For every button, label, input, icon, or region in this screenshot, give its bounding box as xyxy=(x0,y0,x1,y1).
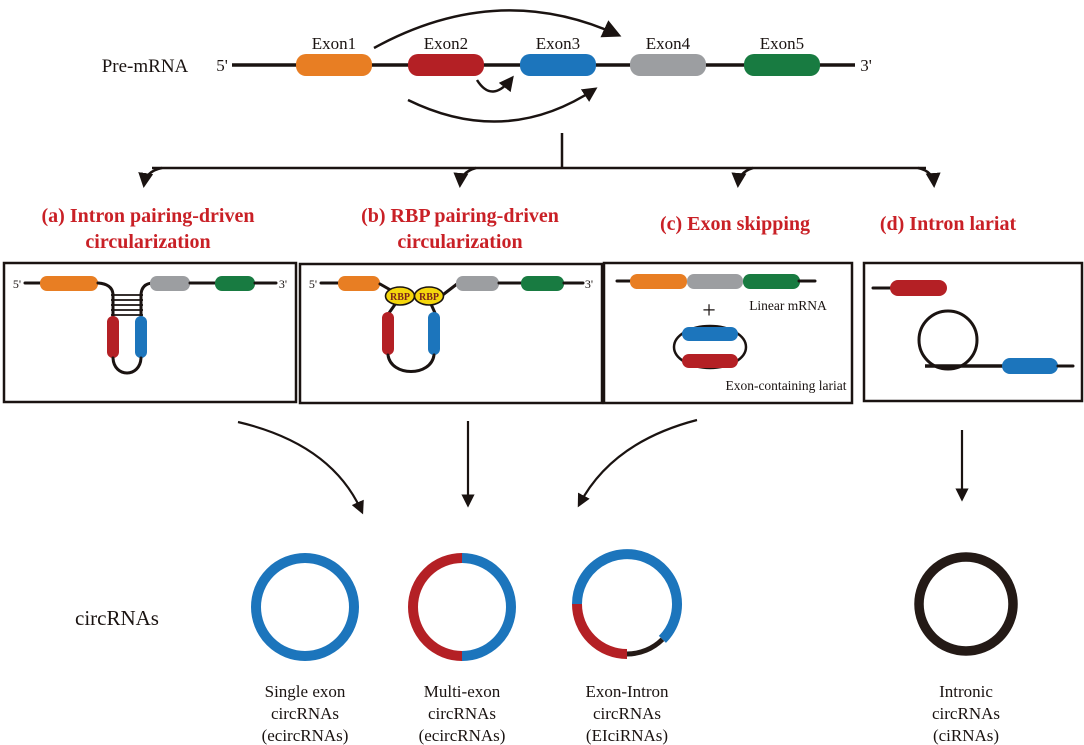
branch-arrow-b xyxy=(453,166,477,188)
pre-mrna-section: Pre-mRNA 5' 3' Exon1 Exon2 Exon3 Exon4 E… xyxy=(102,9,872,123)
branch-arrow-a xyxy=(138,166,163,188)
arrow-a-to-circle xyxy=(237,420,364,515)
panel-a-pairing-rungs xyxy=(111,294,143,316)
product1-line2: circRNAs xyxy=(271,704,339,723)
exon2-label: Exon2 xyxy=(424,34,468,53)
exon1-block xyxy=(296,54,372,76)
linear-mrna-label: Linear mRNA xyxy=(749,298,827,313)
rbp-oval-right xyxy=(413,286,445,306)
panel-d-exon-red xyxy=(890,280,947,296)
branch-arrow-d xyxy=(917,166,941,188)
panel-b-exon-orange xyxy=(338,276,380,291)
branch-connector xyxy=(138,133,941,188)
exon4-block xyxy=(630,54,706,76)
panel-c-exon-skipping: + Linear mRNA Exon-containing lariat xyxy=(602,261,854,405)
panel-a-exon-green xyxy=(215,276,255,291)
multi-exon-red-arc xyxy=(408,553,463,661)
product1-line3: (ecircRNAs) xyxy=(262,726,349,745)
title-b-line1: (b) RBP pairing-driven xyxy=(361,205,559,227)
exon2-block xyxy=(408,54,484,76)
title-d: (d) Intron lariat xyxy=(880,213,1017,235)
title-c: (c) Exon skipping xyxy=(660,213,810,235)
panel-c-exon-red xyxy=(682,354,738,368)
product2-line3: (ecircRNAs) xyxy=(419,726,506,745)
eicirna-red-arc xyxy=(572,603,628,659)
rbp-left-label: RBP xyxy=(390,292,410,303)
panel-a-exon-orange xyxy=(40,276,98,291)
rbp-right-label: RBP xyxy=(419,292,439,303)
panel-d-intron-lariat xyxy=(862,261,1084,403)
ecircrna-multi-exon-ring xyxy=(408,553,516,661)
title-a-line1: (a) Intron pairing-driven xyxy=(42,205,255,227)
panel-b-five-prime: 5' xyxy=(309,277,317,291)
panel-b-rbp-pairing: 5' 3' RBP RBP xyxy=(298,262,604,405)
pre-mrna-label: Pre-mRNA xyxy=(102,56,189,77)
product3-line1: Exon-Intron xyxy=(585,682,669,701)
panel-a-intron-pairing: 5' 3' xyxy=(2,261,298,404)
product2-line2: circRNAs xyxy=(428,704,496,723)
product4-line1: Intronic xyxy=(939,682,993,701)
panel-a-exon-blue-vertical xyxy=(135,316,147,358)
product3-line2: circRNAs xyxy=(593,704,661,723)
panel-a-three-prime: 3' xyxy=(279,277,287,291)
product-arrows xyxy=(237,418,969,515)
product4-line3: (ciRNAs) xyxy=(933,726,999,745)
ecircrna-single-exon-ring xyxy=(251,553,359,661)
exon3-label: Exon3 xyxy=(536,34,580,53)
panel-d-lariat-loop xyxy=(917,309,979,371)
title-b-line2: circularization xyxy=(397,231,522,253)
eicirna-ring xyxy=(572,549,682,659)
product2-line1: Multi-exon xyxy=(424,682,501,701)
product-labels: Single exon circRNAs (ecircRNAs) Multi-e… xyxy=(262,682,1000,745)
five-prime-label: 5' xyxy=(216,56,228,75)
panel-d-exon-blue xyxy=(1002,358,1058,374)
three-prime-label: 3' xyxy=(860,56,872,75)
eicirna-blue-arc xyxy=(572,549,682,643)
panel-c-exon-green xyxy=(743,274,800,289)
exon-containing-lariat-label: Exon-containing lariat xyxy=(725,378,846,393)
circrnas-section-label: circRNAs xyxy=(75,606,159,630)
panel-b-loop xyxy=(386,353,436,373)
panel-b-exon-gray xyxy=(456,276,499,291)
panel-a-five-prime: 5' xyxy=(13,277,21,291)
exon1-label: Exon1 xyxy=(312,34,356,53)
panel-c-exon-orange xyxy=(630,274,687,289)
eicirna-intron-arc xyxy=(626,637,665,657)
product4-line2: circRNAs xyxy=(932,704,1000,723)
title-a-line2: circularization xyxy=(85,231,210,253)
exon5-block xyxy=(744,54,820,76)
multi-exon-blue-arc xyxy=(461,553,516,661)
panel-a-strand-left xyxy=(96,281,115,320)
exon5-label: Exon5 xyxy=(760,34,804,53)
backsplice-arc-top xyxy=(373,9,622,50)
panel-b-exon-green xyxy=(521,276,564,291)
panel-b-exon-blue-vertical xyxy=(428,312,440,355)
panel-c-exon-blue xyxy=(682,327,738,341)
backsplice-arc-small xyxy=(475,75,514,93)
circrna-products: circRNAs xyxy=(75,549,1018,661)
product3-line3: (EIciRNAs) xyxy=(586,726,668,745)
cirna-intronic-ring xyxy=(914,552,1018,656)
exon3-block xyxy=(520,54,596,76)
backsplice-arc-bottom xyxy=(407,87,598,123)
panel-a-exon-red-vertical xyxy=(107,316,119,358)
panel-a-loop xyxy=(111,356,143,375)
plus-sign: + xyxy=(702,298,716,324)
exon4-label: Exon4 xyxy=(646,34,691,53)
panel-b-exon-red-vertical xyxy=(382,312,394,355)
mechanism-titles: (a) Intron pairing-driven circularizatio… xyxy=(42,205,1017,253)
panel-b-three-prime: 3' xyxy=(585,277,593,291)
branch-arrow-c xyxy=(731,166,754,188)
panel-a-exon-gray xyxy=(150,276,190,291)
panel-c-exon-gray xyxy=(687,274,743,289)
arrow-c-to-circle xyxy=(577,418,698,508)
product1-line1: Single exon xyxy=(265,682,346,701)
